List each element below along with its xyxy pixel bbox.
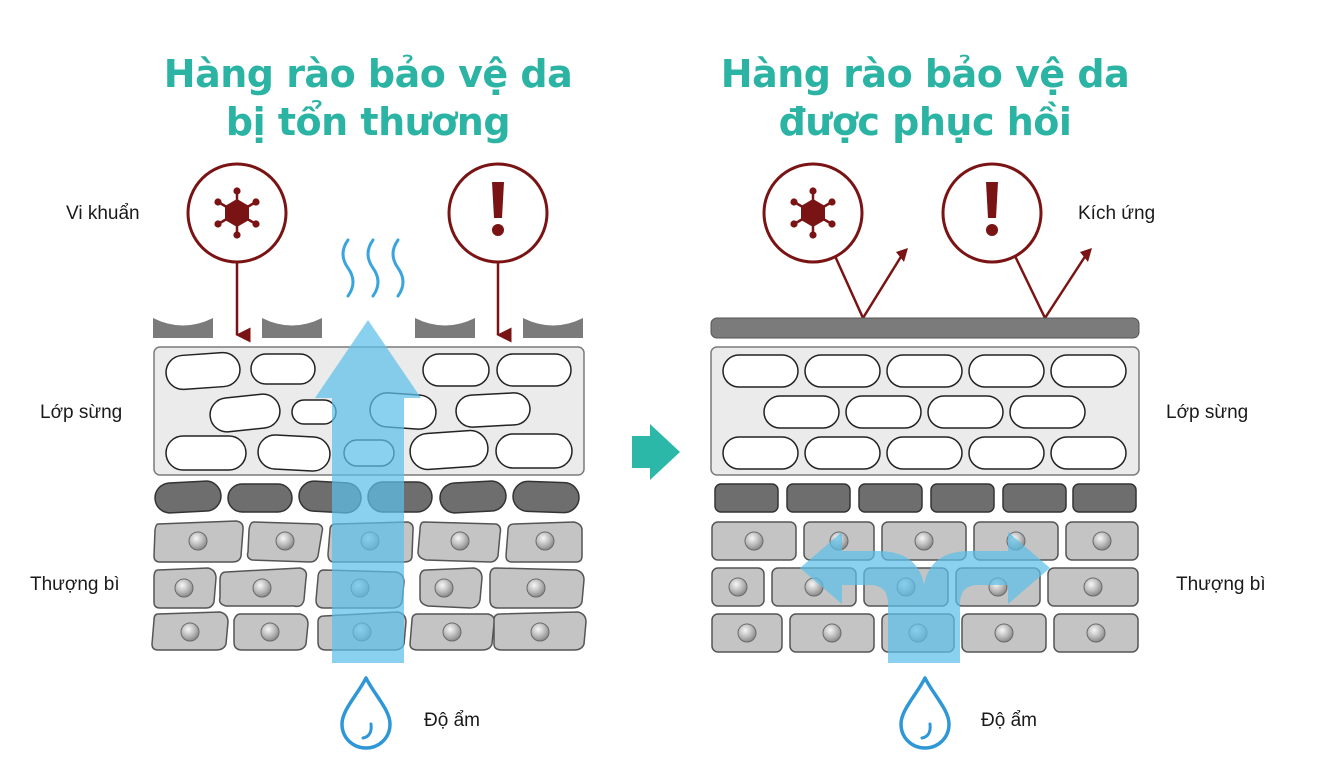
label-stratum-corneum-right: Lớp sừng <box>1166 402 1249 423</box>
label-stratum-corneum-left: Lớp sừng <box>40 402 123 423</box>
right-deflect-arrows <box>833 254 1088 321</box>
right-granular-layer <box>714 483 1137 513</box>
left-title: Hàng rào bảo vệ da bị tổn thương <box>108 50 628 146</box>
right-moisture-retained-arrow <box>800 532 1050 663</box>
left-exclamation-icon <box>447 162 549 264</box>
left-corneocytes <box>165 351 573 472</box>
left-evaporation-waves <box>341 238 405 298</box>
right-exclamation-icon <box>941 162 1043 264</box>
right-title-line1: Hàng rào bảo vệ da <box>720 52 1130 96</box>
right-corneocytes <box>722 354 1127 470</box>
label-irritation: Kích ứng <box>1078 203 1156 224</box>
left-moisture-loss-arrow <box>315 320 421 663</box>
left-water-drop-icon <box>340 676 392 750</box>
label-bacteria: Vi khuẩn <box>66 203 140 224</box>
label-moisture-left: Độ ẩm <box>424 710 480 731</box>
left-virus-icon <box>186 162 288 264</box>
right-title-line2: được phục hồi <box>778 100 1072 144</box>
left-broken-barrier <box>153 318 583 338</box>
right-virus-icon <box>762 162 864 264</box>
label-moisture-right: Độ ẩm <box>981 710 1037 731</box>
right-title: Hàng rào bảo vệ da được phục hồi <box>665 50 1185 146</box>
left-title-line2: bị tổn thương <box>225 100 511 144</box>
right-water-drop-icon <box>899 676 951 750</box>
left-title-line1: Hàng rào bảo vệ da <box>163 52 573 96</box>
right-intact-barrier <box>710 317 1140 339</box>
label-epidermis-left: Thượng bì <box>30 574 120 595</box>
label-epidermis-right: Thượng bì <box>1176 574 1266 595</box>
transition-right-arrow-icon <box>632 424 680 480</box>
